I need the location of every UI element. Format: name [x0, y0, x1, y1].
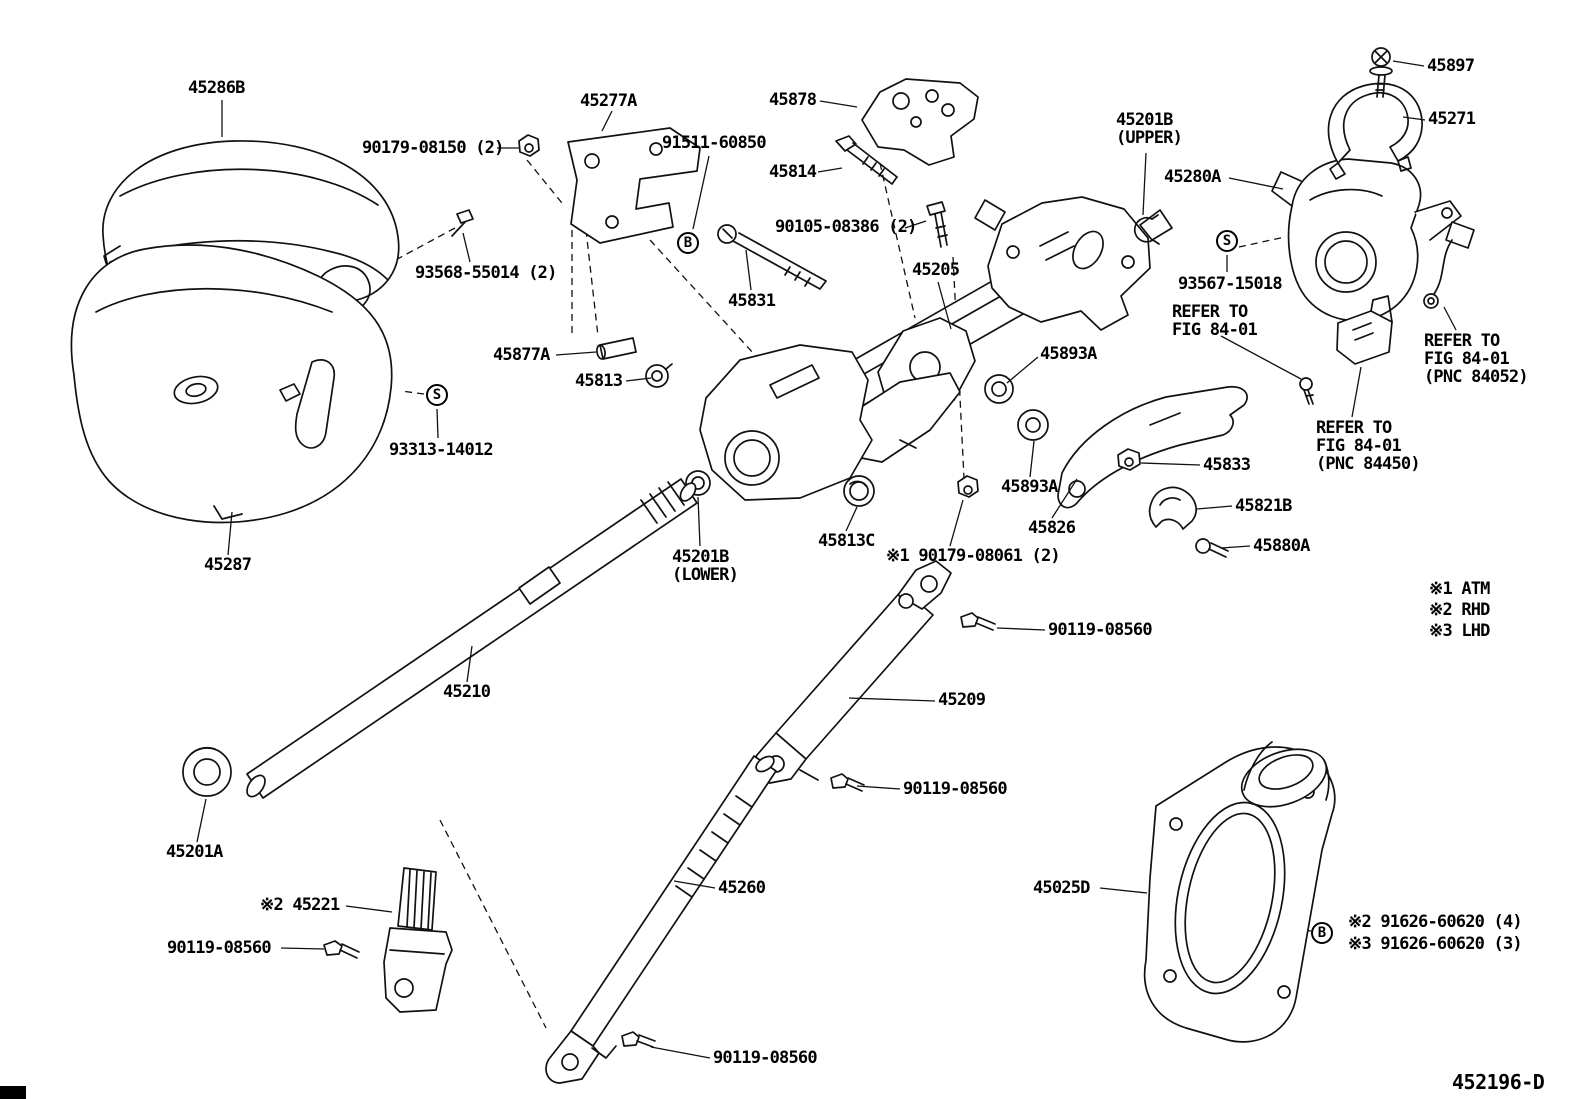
part-bolt-45831 [717, 201, 948, 290]
part-label-45813: 45813 [575, 371, 623, 391]
part-lower-shaft-45260 [545, 755, 777, 1084]
part-label-45221: ※2 45221 [260, 895, 340, 915]
part-clamp-45878 [835, 78, 979, 185]
part-label-45821b: 45821B [1235, 496, 1292, 516]
part-label-refer-fig-8401: REFER TO FIG 84-01 [1172, 302, 1258, 340]
part-label-45201b-lower: 45201B (LOWER) [672, 547, 739, 585]
part-label-45893a: 45893A [1040, 344, 1097, 364]
part-label-45813c: 45813C [818, 531, 875, 551]
part-label-90179-08061: ※1 90179-08061 (2) [886, 546, 1061, 566]
part-ignition-housing [1271, 47, 1462, 322]
part-label-45205: 45205 [912, 260, 960, 280]
part-label-93568-55014: 93568-55014 (2) [415, 263, 557, 283]
document-code: 452196-D [1452, 1070, 1545, 1094]
part-main-shaft-45210 [182, 478, 698, 799]
part-lever-45826 [1057, 385, 1248, 558]
part-label-90119-08560-d: 90119-08560 [713, 1048, 818, 1068]
part-label-note-atm: ※1 ATM [1429, 579, 1490, 599]
part-label-refer-fig-8401-84450: REFER TO FIG 84-01 (PNC 84450) [1316, 418, 1421, 474]
part-label-90119-08560-a: 90119-08560 [1048, 620, 1153, 640]
part-label-45271: 45271 [1428, 109, 1476, 129]
part-label-note-rhd: ※2 RHD [1429, 600, 1490, 620]
part-label-45833: 45833 [1203, 455, 1251, 475]
part-label-45286b: 45286B [188, 78, 245, 98]
part-label-90119-08560-c: 90119-08560 [167, 938, 272, 958]
part-label-45880a: 45880A [1253, 536, 1310, 556]
part-label-45878: 45878 [769, 90, 817, 110]
part-label-45280a: 45280A [1164, 167, 1221, 187]
part-label-45201a: 45201A [166, 842, 223, 862]
circled-letter-b-0: B [677, 232, 699, 254]
part-label-91626-60620-3: ※3 91626-60620 (3) [1348, 934, 1523, 954]
part-label-45209: 45209 [938, 690, 986, 710]
part-ignition-wiring [1299, 221, 1475, 405]
part-label-refer-fig-8401-84052: REFER TO FIG 84-01 (PNC 84052) [1424, 331, 1529, 387]
part-column-cover-lower [70, 244, 393, 524]
part-label-45277a: 45277A [580, 91, 637, 111]
circled-letter-s-1: S [426, 384, 448, 406]
part-label-45826: 45826 [1028, 518, 1076, 538]
part-label-45831: 45831 [728, 291, 776, 311]
part-column-tube-45205 [699, 196, 1173, 501]
circled-letter-s-2: S [1216, 230, 1238, 252]
part-label-45287: 45287 [204, 555, 252, 575]
part-label-45877a: 45877A [493, 345, 550, 365]
part-label-91511-60850: 91511-60850 [662, 133, 767, 153]
scan-artifact [0, 1086, 26, 1099]
part-hole-cover-45025d [1143, 741, 1336, 1043]
part-intermediate-shaft-45209 [752, 560, 996, 792]
part-stub-shaft-45221 [323, 867, 453, 1013]
part-label-45025d: 45025D [1033, 878, 1090, 898]
part-label-45814: 45814 [769, 162, 817, 182]
part-label-93567-15018: 93567-15018 [1178, 274, 1283, 294]
part-label-90179-08150: 90179-08150 (2) [362, 138, 504, 158]
part-label-45210: 45210 [443, 682, 491, 702]
part-label-45201b-upper: 45201B (UPPER) [1116, 110, 1183, 148]
part-label-90119-08560-b: 90119-08560 [903, 779, 1008, 799]
part-label-45893a-2: 45893A [1001, 477, 1058, 497]
part-label-45897: 45897 [1427, 56, 1475, 76]
part-bracket-45277a [451, 127, 701, 244]
part-label-90105-08386: 90105-08386 (2) [775, 217, 917, 237]
part-label-note-lhd: ※3 LHD [1429, 621, 1490, 641]
part-label-45260: 45260 [718, 878, 766, 898]
part-label-91626-60620-4: ※2 91626-60620 (4) [1348, 912, 1523, 932]
part-label-93313-14012: 93313-14012 [389, 440, 494, 460]
part-small-column-parts [596, 214, 1160, 507]
leader-lines [196, 60, 1457, 1059]
circled-letter-b-3: B [1311, 922, 1333, 944]
